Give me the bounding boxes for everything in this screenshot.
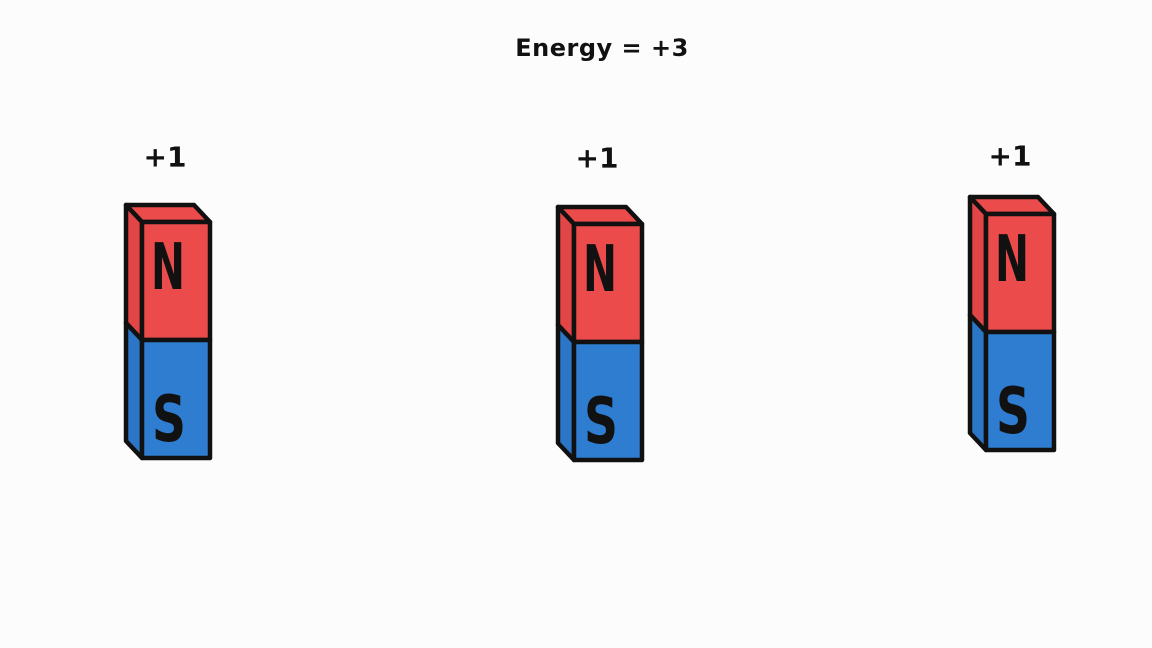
bar-magnet-drawing: N S	[967, 194, 1057, 453]
magnet-south-face	[571, 339, 645, 463]
spin-value-label: +1	[988, 139, 1032, 173]
magnet-south-face	[983, 329, 1057, 453]
magnet-side-face-south	[123, 320, 145, 461]
magnet-side-face-north	[123, 202, 145, 343]
magnet-south-face	[139, 337, 213, 461]
bar-magnet: N S	[555, 204, 646, 464]
bar-magnet: N S	[123, 202, 214, 462]
spin-value-label: +1	[143, 140, 187, 174]
spin-value-label: +1	[575, 141, 619, 175]
magnet-side-face-south	[967, 312, 989, 453]
north-pole-letter: N	[995, 223, 1029, 297]
magnet-side-face-north	[555, 204, 577, 345]
magnet-north-face	[139, 219, 213, 343]
magnet-side-face-north	[967, 194, 989, 335]
bar-magnet: N S	[967, 194, 1058, 454]
north-pole-letter: N	[583, 233, 617, 307]
magnet-side-face-south	[555, 322, 577, 463]
bar-magnet-drawing: N S	[123, 202, 213, 461]
south-pole-letter: S	[996, 375, 1030, 449]
south-pole-letter: S	[584, 385, 618, 459]
energy-title: Energy = +3	[515, 34, 689, 62]
bar-magnet-drawing: N S	[555, 204, 645, 463]
south-pole-letter: S	[152, 383, 186, 457]
north-pole-letter: N	[151, 231, 185, 305]
